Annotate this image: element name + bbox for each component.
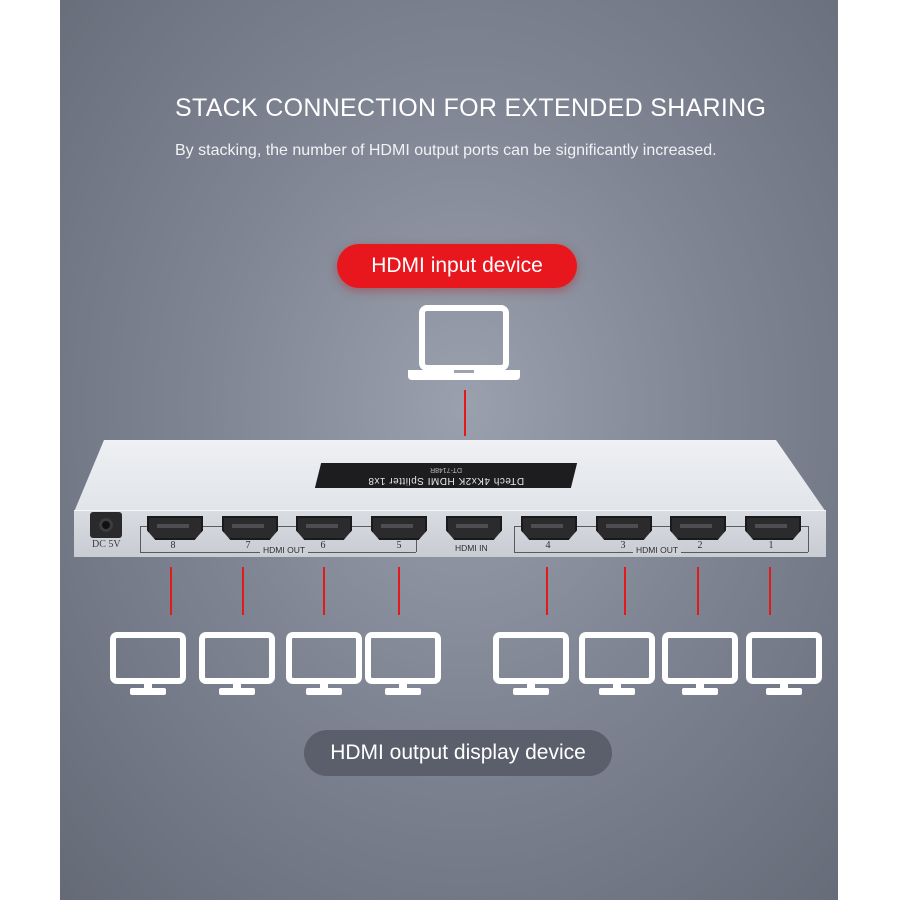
device-brand: DTech — [493, 475, 525, 487]
port-number-7: 7 — [245, 540, 251, 551]
diagram-canvas: STACK CONNECTION FOR EXTENDED SHARING By… — [60, 0, 838, 900]
port-number-1: 1 — [768, 540, 774, 551]
device-name: 4Kx2K HDMI Splitter 1x8 — [367, 475, 490, 487]
output-connector-line-1 — [769, 567, 771, 615]
output-connector-line-4 — [546, 567, 548, 615]
hdmi-out-port-7 — [222, 516, 278, 540]
output-device-label-text: HDMI output display device — [330, 741, 586, 764]
monitor-icon — [110, 632, 186, 695]
output-device-label: HDMI output display device — [304, 730, 612, 776]
monitor-icon — [493, 632, 569, 695]
device-label-plate: DTech 4Kx2K HDMI Splitter 1x8 DT-7148R — [314, 463, 578, 488]
output-connector-line-2 — [697, 567, 699, 615]
monitor-icon — [746, 632, 822, 695]
right-group-bracket-top — [514, 526, 808, 527]
hdmi-out-port-6 — [296, 516, 352, 540]
monitor-icon — [199, 632, 275, 695]
device-label-text: DTech 4Kx2K HDMI Splitter 1x8 DT-7148R — [318, 463, 574, 488]
device-model: DT-7148R — [430, 466, 462, 474]
hdmi-out-port-3 — [596, 516, 652, 540]
hdmi-out-port-4 — [521, 516, 577, 540]
hdmi-in-port — [446, 516, 502, 540]
hdmi-in-label: HDMI IN — [455, 543, 488, 553]
hdmi-out-port-8 — [147, 516, 203, 540]
output-connector-line-5 — [398, 567, 400, 615]
input-device-label: HDMI input device — [337, 244, 577, 288]
port-number-4: 4 — [545, 540, 551, 551]
page-title: STACK CONNECTION FOR EXTENDED SHARING — [175, 94, 767, 122]
monitor-icon — [286, 632, 362, 695]
left-group-bracket-left — [140, 526, 141, 552]
output-connector-line-3 — [624, 567, 626, 615]
page-subtitle: By stacking, the number of HDMI output p… — [175, 142, 717, 159]
port-number-5: 5 — [396, 540, 402, 551]
output-connector-line-6 — [323, 567, 325, 615]
right-group-label: HDMI OUT — [633, 545, 682, 555]
monitor-icon — [579, 632, 655, 695]
dc-power-jack — [90, 512, 122, 538]
monitor-icon — [365, 632, 441, 695]
left-group-label: HDMI OUT — [260, 545, 309, 555]
input-device-label-text: HDMI input device — [371, 254, 543, 277]
port-number-2: 2 — [697, 540, 703, 551]
laptop-icon — [408, 305, 520, 380]
left-group-bracket-top — [140, 526, 416, 527]
output-connector-line-8 — [170, 567, 172, 615]
dc-label: DC 5V — [92, 539, 121, 550]
hdmi-out-port-1 — [745, 516, 801, 540]
port-number-8: 8 — [170, 540, 176, 551]
right-group-bracket-right — [808, 526, 809, 552]
monitor-icon — [662, 632, 738, 695]
right-group-bracket-left — [514, 526, 515, 552]
input-connector-line — [464, 390, 466, 436]
output-connector-line-7 — [242, 567, 244, 615]
port-number-3: 3 — [620, 540, 626, 551]
hdmi-out-port-5 — [371, 516, 427, 540]
port-number-6: 6 — [320, 540, 326, 551]
hdmi-out-port-2 — [670, 516, 726, 540]
